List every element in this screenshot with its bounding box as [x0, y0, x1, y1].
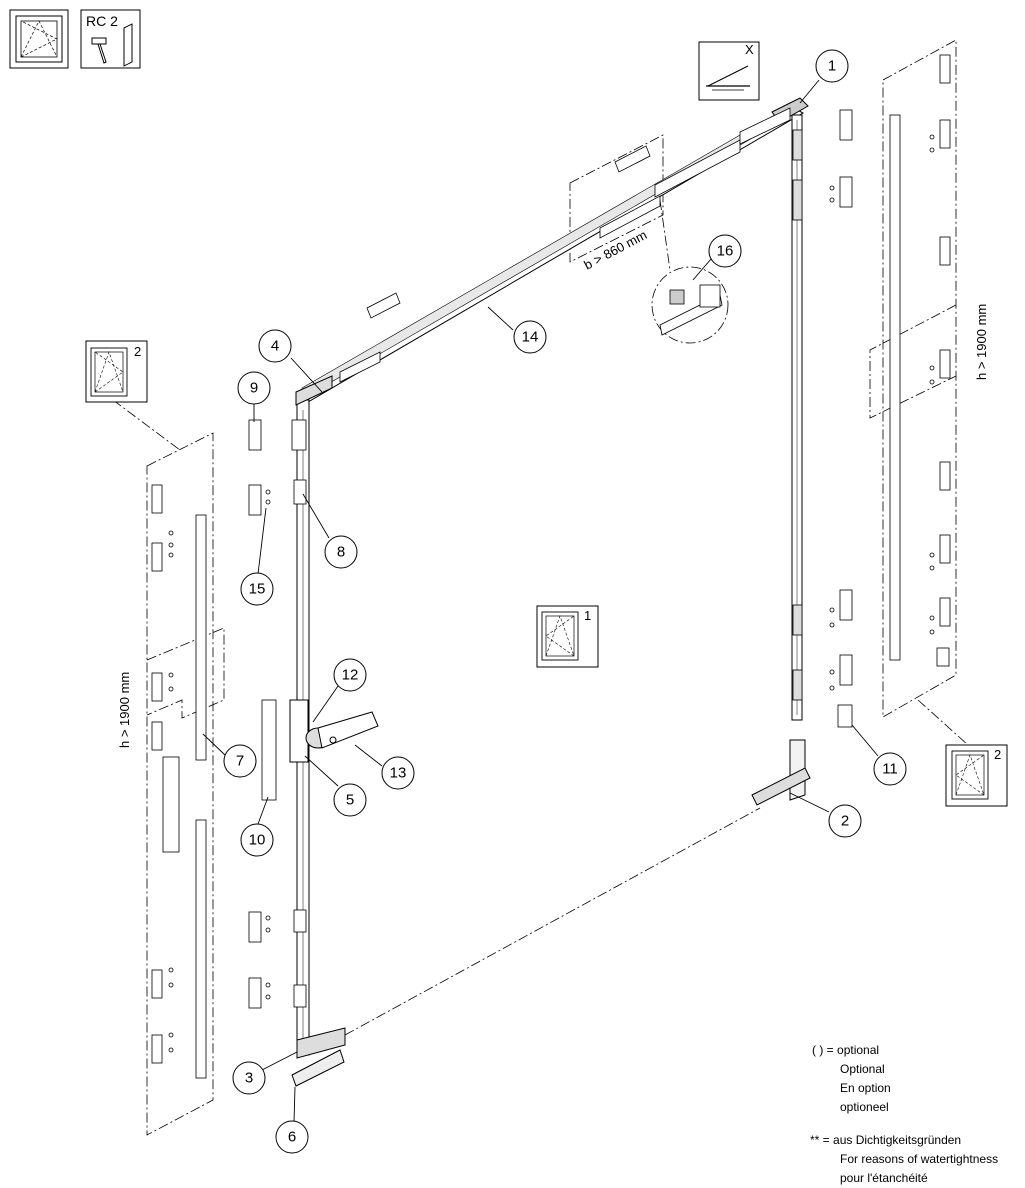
- callout-3: 3: [232, 1061, 266, 1095]
- height-dimension-note-left: h > 1900 mm: [117, 672, 132, 748]
- callout-13: 13: [381, 756, 415, 790]
- svg-text:5: 5: [346, 792, 354, 809]
- height-dimension-note-right: h > 1900 mm: [974, 304, 989, 380]
- optional-en: Optional: [840, 1062, 885, 1076]
- left-rail-hardware: [291, 419, 307, 1008]
- optional-fr: En option: [840, 1081, 891, 1095]
- tilt-turn-icon-center: 1: [536, 605, 599, 668]
- svg-text:14: 14: [522, 329, 539, 346]
- callout-14: 14: [513, 320, 547, 354]
- watertight-symbol: ** =: [810, 1133, 830, 1147]
- callout-15: 15: [240, 572, 274, 606]
- svg-text:8: 8: [337, 544, 345, 561]
- sash-profile-icon: [123, 23, 133, 67]
- callout-2: 2: [828, 804, 862, 838]
- right-rail-hardware: [792, 129, 803, 701]
- legend-optional: ( ) = optional Optional En option option…: [812, 1041, 891, 1117]
- left-panel-strikers: [151, 484, 207, 1079]
- top-rail-hardware: [339, 107, 791, 383]
- hammer-icon: [91, 37, 107, 64]
- handle-assembly: [289, 699, 379, 763]
- tilt-only-icon: X: [698, 41, 760, 101]
- callout-8: 8: [324, 535, 358, 569]
- callout-1: 1: [815, 49, 849, 83]
- callout-4: 4: [258, 329, 292, 363]
- svg-text:15: 15: [249, 581, 266, 598]
- optional-symbol: ( ) =: [812, 1043, 834, 1057]
- legend-watertightness: ** = aus Dichtigkeitsgründen For reasons…: [810, 1131, 998, 1188]
- watertight-de: aus Dichtigkeitsgründen: [833, 1133, 962, 1147]
- svg-text:11: 11: [882, 761, 898, 778]
- optional-de: optional: [837, 1043, 880, 1057]
- svg-text:2: 2: [841, 813, 849, 830]
- callout-leaders: [202, 79, 879, 1123]
- svg-text:16: 16: [717, 243, 734, 260]
- rc2-label: RC 2: [86, 13, 118, 29]
- svg-text:3: 3: [245, 1070, 253, 1087]
- rc2-badge: RC 2: [80, 9, 141, 69]
- callout-7: 7: [223, 744, 257, 778]
- detail-16-contents: [659, 284, 723, 336]
- x-mark: X: [745, 42, 754, 57]
- left-box-number: 2: [134, 344, 141, 359]
- svg-text:4: 4: [271, 338, 279, 355]
- watertight-en: For reasons of watertightness: [840, 1152, 999, 1166]
- striker-column-right: [829, 109, 853, 728]
- callout-5: 5: [333, 783, 367, 817]
- tilt-turn-icon-right: 2: [945, 744, 1008, 807]
- callout-11: 11: [873, 752, 907, 786]
- right-panel-strikers: [889, 54, 951, 667]
- svg-text:1: 1: [828, 58, 836, 75]
- svg-text:10: 10: [249, 832, 266, 849]
- center-box-number: 1: [584, 608, 591, 623]
- right-box-number: 2: [994, 747, 1001, 762]
- svg-text:13: 13: [390, 765, 407, 782]
- svg-text:12: 12: [342, 667, 359, 684]
- tilt-turn-icon-left: 2: [85, 340, 148, 403]
- callout-10: 10: [240, 823, 274, 857]
- svg-text:7: 7: [236, 753, 244, 770]
- svg-text:6: 6: [288, 1129, 296, 1146]
- grouping-outlines: [112, 39, 969, 1136]
- callout-6: 6: [275, 1120, 309, 1154]
- optional-nl: optioneel: [840, 1100, 889, 1114]
- watertight-fr: pour l'étanchéité: [840, 1171, 928, 1185]
- callout-16: 16: [708, 234, 742, 268]
- callout-12: 12: [333, 658, 367, 692]
- callout-9: 9: [237, 371, 271, 405]
- striker-column-left: [248, 419, 277, 1009]
- window-type-icon: [9, 9, 69, 69]
- svg-text:9: 9: [250, 380, 258, 397]
